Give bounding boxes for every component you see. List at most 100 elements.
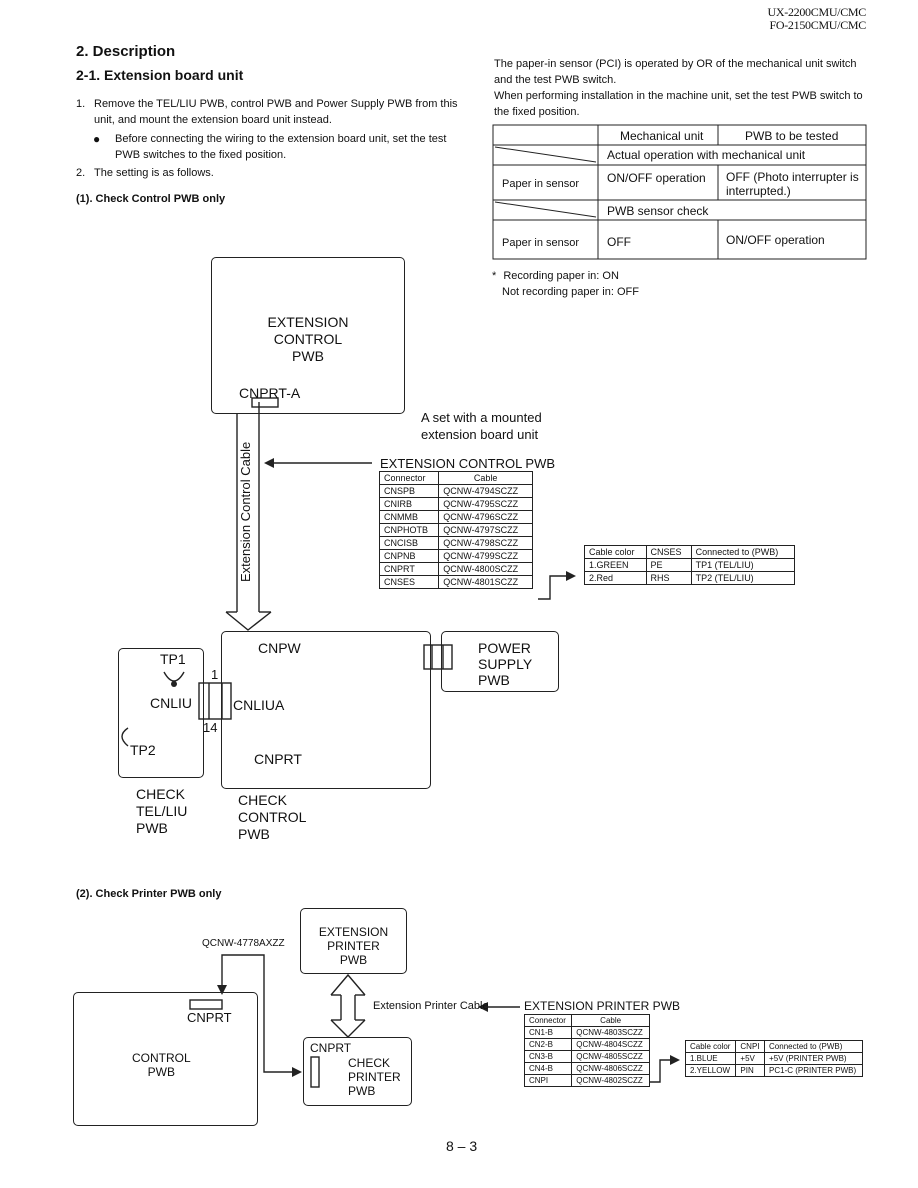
table-cell: PC1-C (PRINTER PWB) xyxy=(764,1064,863,1077)
power-line-3: PWB xyxy=(478,672,510,688)
sensor-row4-c1: OFF xyxy=(607,235,631,249)
table-cell: RHS xyxy=(645,571,692,585)
ext-printer-table-title: EXTENSION PRINTER PWB xyxy=(524,999,681,1013)
table-cell: QCNW-4794SCZZ xyxy=(438,484,533,498)
table-cell: QCNW-4796SCZZ xyxy=(438,510,533,524)
cnliua-label: CNLIUA xyxy=(233,697,285,713)
table-cell: +5V xyxy=(735,1052,766,1065)
check-printer-cnprt: CNPRT xyxy=(310,1041,352,1055)
table-cell: QCNW-4799SCZZ xyxy=(438,549,533,563)
check-1-title: (1). Check Control PWB only xyxy=(76,193,226,205)
pin-1-label: 1 xyxy=(211,667,219,682)
caption-line: TEL/LIU xyxy=(136,803,188,819)
cable-part-label: QCNW-4778AXZZ xyxy=(202,938,285,949)
ext-printer-line-3: PWB xyxy=(339,953,368,967)
table-cell: 2.YELLOW xyxy=(684,1064,737,1077)
model-line-1: UX-2200CMU/CMC xyxy=(767,5,867,19)
step-2: 2. The setting is as follows. xyxy=(76,165,466,181)
caption-line: PWB xyxy=(136,820,168,836)
table-cell: CNPI xyxy=(523,1074,573,1087)
check-control-box xyxy=(221,631,431,789)
cnprt-label: CNPRT xyxy=(254,751,302,767)
table-cell: QCNW-4795SCZZ xyxy=(438,497,533,511)
model-line-2: FO-2150CMU/CMC xyxy=(769,18,867,32)
cnpi-color-table: Cable color CNPI Connected to (PWB) 1.BL… xyxy=(684,1040,863,1077)
cnprt-a-label: CNPRT-A xyxy=(239,385,301,401)
check-2-title: (2). Check Printer PWB only xyxy=(76,888,222,900)
caption-line: CHECK xyxy=(238,792,288,808)
table-cell: 1.GREEN xyxy=(584,558,647,572)
intro-paragraph-1: The paper-in sensor (PCI) is operated by… xyxy=(494,58,857,86)
tp2-label: TP2 xyxy=(130,742,156,758)
page-number: 8 – 3 xyxy=(446,1138,478,1154)
header-connected-to: Connected to (PWB) xyxy=(690,545,796,559)
ext-printer-line-1: EXTENSION xyxy=(318,925,389,939)
table-cell: QCNW-4804SCZZ xyxy=(571,1038,650,1051)
sensor-col-mechanical: Mechanical unit xyxy=(620,129,704,143)
caption-line: PWB xyxy=(238,826,270,842)
bullet-note: ● Before connecting the wiring to the ex… xyxy=(93,131,463,163)
step-1: 1. Remove the TEL/LIU PWB, control PWB a… xyxy=(76,96,466,128)
ext-control-line-1: EXTENSION xyxy=(267,314,349,330)
extension-control-cable-label: Extension Control Cable xyxy=(238,441,253,582)
sensor-row2-c2: OFF (Photo interrupter is interrupted.) xyxy=(726,170,859,198)
table-cell: CN3-B xyxy=(523,1050,573,1063)
sensor-row-actual: Actual operation with mechanical unit xyxy=(607,148,806,162)
table-cell: CNPRT xyxy=(378,562,440,576)
pin-14-label: 14 xyxy=(203,720,218,735)
power-supply-pwb: POWER SUPPLY PWB xyxy=(441,631,559,692)
table-cell: QCNW-4801SCZZ xyxy=(438,575,533,589)
table-header-row: Connector Cable xyxy=(523,1014,650,1027)
ext-control-line-3: PWB xyxy=(292,348,324,364)
control-pwb-box: CNPRT CONTROL PWB xyxy=(73,992,258,1126)
extension-control-pwb: EXTENSION CONTROL PWB CNPRT-A xyxy=(211,257,405,414)
step-1-text: Remove the TEL/LIU PWB, control PWB and … xyxy=(94,98,458,126)
check-printer-line-2: PRINTER xyxy=(348,1070,401,1084)
header-connector: Connector xyxy=(523,1014,573,1027)
header-cable-color: Cable color xyxy=(584,545,647,559)
check-printer-line-1: CHECK xyxy=(348,1056,391,1070)
table-cell: QCNW-4802SCZZ xyxy=(571,1074,650,1087)
check-printer-line-3: PWB xyxy=(348,1084,376,1098)
ext-printer-line-2: PRINTER xyxy=(327,939,380,953)
tp1-label: TP1 xyxy=(160,651,186,667)
table-cell: CNMMB xyxy=(378,510,440,524)
recording-note: * Recording paper in: ON Not recording p… xyxy=(492,268,639,300)
table-cell: CNIRB xyxy=(378,497,440,511)
header-cnses: CNSES xyxy=(645,545,692,559)
ext-control-table-title: EXTENSION CONTROL PWB xyxy=(380,456,556,471)
header-connector: Connector xyxy=(378,471,440,485)
table-cell: +5V (PRINTER PWB) xyxy=(764,1052,863,1065)
extension-printer-pwb: EXTENSION PRINTER PWB xyxy=(300,908,407,974)
table-cell: CNPHOTB xyxy=(378,523,440,537)
sensor-row-pwb-check: PWB sensor check xyxy=(607,204,709,218)
cnliu-label: CNLIU xyxy=(150,695,193,711)
sensor-row4-c2: ON/OFF operation xyxy=(726,233,825,247)
section-title: 2. Description xyxy=(76,43,176,60)
table-cell: CN1-B xyxy=(523,1026,573,1039)
table-cell: TP1 (TEL/LIU) xyxy=(690,558,796,572)
table-cell: CNCISB xyxy=(378,536,440,550)
table-header-row: Connector Cable xyxy=(378,471,533,485)
table-cell: CN2-B xyxy=(523,1038,573,1051)
ext-control-line-2: CONTROL xyxy=(273,331,343,347)
set-note-line-1: A set with a mounted xyxy=(421,410,542,425)
table-cell: 1.BLUE xyxy=(684,1052,737,1065)
note-line-2: Not recording paper in: OFF xyxy=(502,286,639,298)
header-cable-color: Cable color xyxy=(684,1040,737,1053)
table-cell: QCNW-4805SCZZ xyxy=(571,1050,650,1063)
control-pwb-line-2: PWB xyxy=(147,1065,175,1079)
